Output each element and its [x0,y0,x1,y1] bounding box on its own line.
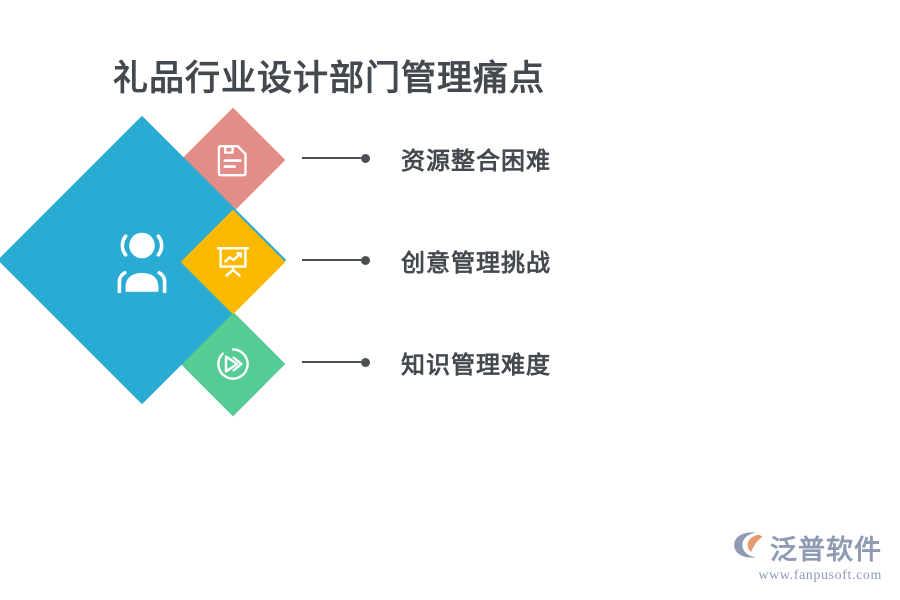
connector-dot [361,255,370,265]
callout-label-2: 创意管理挑战 [401,249,551,277]
brand-logo: 泛普软件 www.fanpusoft.com [732,528,882,584]
users-icon [105,227,179,294]
brand-url: www.fanpusoft.com [758,568,882,583]
callout-row-3: 知识管理难度 [302,347,551,379]
brand-name: 泛普软件 [770,535,882,565]
connector-dot [361,357,370,367]
connector-line-1 [302,153,370,163]
document-save-icon [216,143,250,177]
diamond-item-1[interactable] [180,107,286,213]
connector-line-2 [302,255,370,265]
diamond-item-2[interactable] [180,209,286,315]
connector-stroke [302,259,361,261]
fast-forward-circle-icon [215,346,251,382]
diamond-diagram [0,100,420,430]
diamond-item-3[interactable] [180,311,286,417]
callout-label-3: 知识管理难度 [401,351,551,379]
connector-stroke [302,361,361,363]
callout-row-1: 资源整合困难 [302,143,551,175]
brand-logo-top: 泛普软件 [732,528,882,567]
presentation-chart-icon [215,244,251,280]
callout-label-1: 资源整合困难 [401,147,551,175]
connector-stroke [302,157,361,159]
callout-row-2: 创意管理挑战 [302,245,551,277]
page-title: 礼品行业设计部门管理痛点 [113,59,546,98]
connector-line-3 [302,357,370,367]
connector-dot [361,153,370,163]
diamond-center[interactable] [0,115,287,405]
fanpu-c-mark-icon [732,530,766,565]
